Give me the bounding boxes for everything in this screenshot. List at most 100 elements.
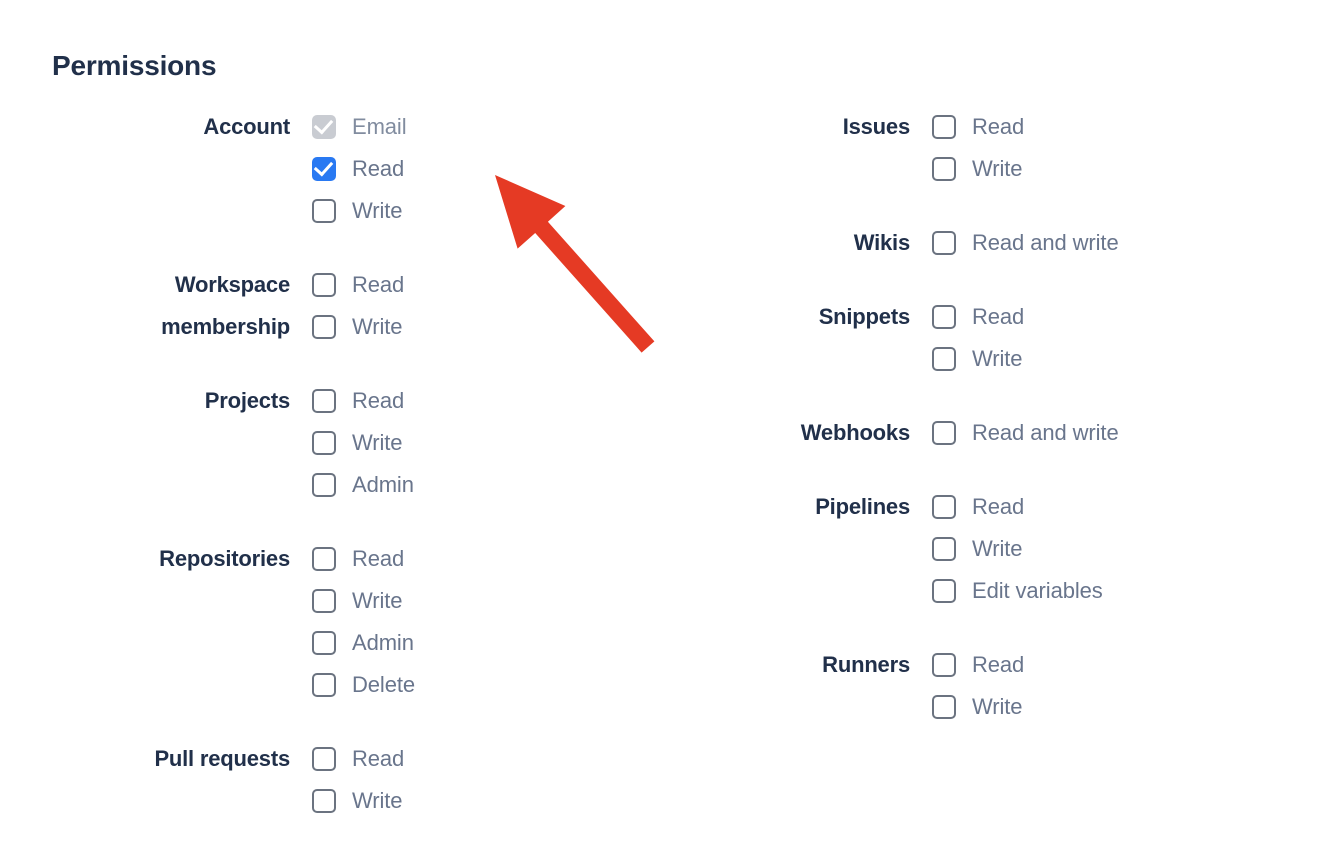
checkbox-label[interactable]: Edit variables: [972, 578, 1103, 603]
checkbox-write[interactable]: [312, 315, 336, 339]
checkbox-label[interactable]: Read and write: [972, 420, 1119, 445]
checkbox-label[interactable]: Write: [352, 430, 403, 455]
checkbox-label[interactable]: Read: [972, 652, 1025, 677]
permission-group-label: Runners: [822, 652, 910, 677]
checkbox-label[interactable]: Write: [972, 694, 1023, 719]
permission-group-label: Projects: [204, 388, 290, 413]
checkbox-edit-variables[interactable]: [932, 579, 956, 603]
checkbox-label[interactable]: Admin: [352, 472, 414, 497]
checkbox-label[interactable]: Read: [352, 272, 405, 297]
checkbox-read[interactable]: [312, 156, 336, 181]
checkbox-label[interactable]: Read: [972, 304, 1025, 329]
permission-group-label: Webhooks: [800, 420, 910, 445]
permission-row[interactable]: Read: [932, 106, 1300, 148]
checkbox-write[interactable]: [932, 537, 956, 561]
permission-row[interactable]: Admin: [312, 622, 620, 664]
permission-row[interactable]: Read: [932, 644, 1300, 686]
checkbox-label[interactable]: Write: [352, 198, 403, 223]
permission-row[interactable]: Write: [312, 306, 620, 348]
checkbox-email: [312, 114, 336, 139]
checkbox-write[interactable]: [312, 789, 336, 813]
permission-row[interactable]: Read: [932, 486, 1300, 528]
permission-row[interactable]: Write: [312, 190, 620, 232]
checkbox-label[interactable]: Read: [352, 156, 405, 181]
permission-row[interactable]: Write: [932, 338, 1300, 380]
checkbox-label[interactable]: Write: [972, 346, 1023, 371]
checkbox-write[interactable]: [932, 157, 956, 181]
checkbox-write[interactable]: [312, 589, 336, 613]
checkbox-read[interactable]: [312, 547, 336, 571]
checkbox-label[interactable]: Write: [352, 588, 403, 613]
checkbox-read-and-write[interactable]: [932, 421, 956, 445]
permission-options: Read and write: [932, 222, 1300, 264]
checkbox-delete[interactable]: [312, 673, 336, 697]
permission-row[interactable]: Read and write: [932, 222, 1300, 264]
checkbox-read[interactable]: [312, 747, 336, 771]
permission-group-label: Pull requests: [154, 746, 290, 771]
permission-row[interactable]: Edit variables: [932, 570, 1300, 612]
checkbox-label[interactable]: Admin: [352, 630, 414, 655]
checkbox-label[interactable]: Delete: [352, 672, 415, 697]
permission-row[interactable]: Write: [312, 580, 620, 622]
permission-row[interactable]: Delete: [312, 664, 620, 706]
checkbox-read[interactable]: [312, 273, 336, 297]
checkbox-label[interactable]: Write: [972, 156, 1023, 181]
checkbox-label[interactable]: Read: [352, 746, 405, 771]
permission-row[interactable]: Read: [932, 296, 1300, 338]
permission-group-label: Pipelines: [815, 494, 910, 519]
permission-options: Read and write: [932, 412, 1300, 454]
checkbox-write[interactable]: [932, 695, 956, 719]
permission-row[interactable]: Read: [312, 380, 620, 422]
checkbox-write[interactable]: [932, 347, 956, 371]
checkbox-label[interactable]: Read and write: [972, 230, 1119, 255]
permission-row[interactable]: Write: [932, 148, 1300, 190]
checkbox-label[interactable]: Read: [352, 388, 405, 413]
checkbox-read[interactable]: [932, 115, 956, 139]
checkbox-label[interactable]: Read: [972, 494, 1025, 519]
permission-row[interactable]: Write: [932, 686, 1300, 728]
permission-row[interactable]: Read: [312, 264, 620, 306]
permission-row[interactable]: Admin: [312, 464, 620, 506]
checkbox-label[interactable]: Write: [352, 788, 403, 813]
checkbox-label[interactable]: Read: [972, 114, 1025, 139]
checkbox-write[interactable]: [312, 199, 336, 223]
checkbox-read[interactable]: [932, 495, 956, 519]
checkbox-label[interactable]: Write: [352, 314, 403, 339]
permission-row[interactable]: Read and write: [932, 412, 1300, 454]
permission-row[interactable]: Write: [312, 422, 620, 464]
checkbox-admin[interactable]: [312, 473, 336, 497]
checkbox-label[interactable]: Read: [352, 546, 405, 571]
check-icon: [313, 156, 334, 177]
checkbox-read[interactable]: [932, 653, 956, 677]
permission-row[interactable]: Read: [312, 738, 620, 780]
checkbox-read[interactable]: [932, 305, 956, 329]
checkbox-write[interactable]: [312, 431, 336, 455]
permission-group: Webhooks Read and write: [600, 412, 1300, 454]
permission-row[interactable]: Write: [932, 528, 1300, 570]
permission-row[interactable]: Read: [312, 538, 620, 580]
checkbox-read-and-write[interactable]: [932, 231, 956, 255]
checkbox-read[interactable]: [312, 389, 336, 413]
permission-row[interactable]: Write: [312, 780, 620, 822]
permission-group-label: Repositories: [159, 546, 290, 571]
permission-row[interactable]: Read: [312, 148, 620, 190]
permission-row[interactable]: Email: [312, 106, 620, 148]
checkbox-label[interactable]: Write: [972, 536, 1023, 561]
check-icon: [313, 114, 334, 135]
checkbox-label[interactable]: Email: [352, 114, 407, 139]
checkbox-admin[interactable]: [312, 631, 336, 655]
